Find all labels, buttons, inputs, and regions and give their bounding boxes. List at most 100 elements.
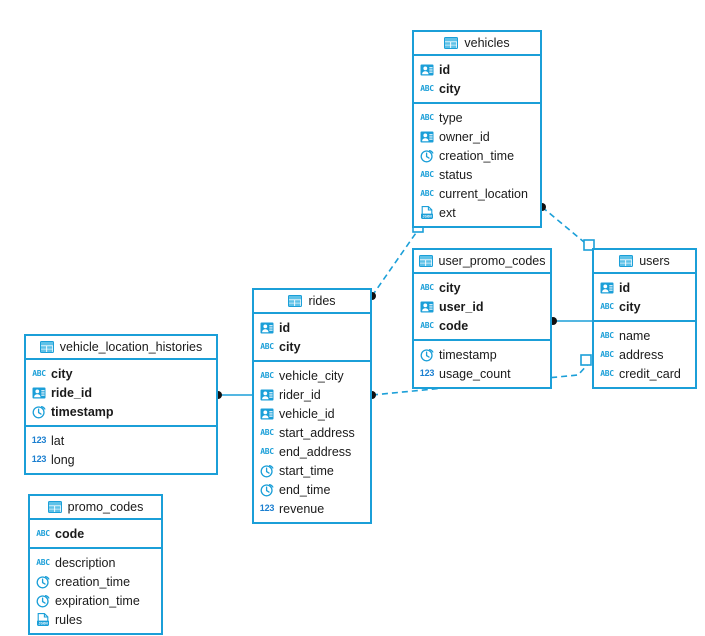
id-card-icon [32, 386, 46, 400]
table-grid-icon [39, 340, 54, 354]
field-row[interactable]: JSON ext [414, 203, 540, 222]
abc-string-icon: ABC [36, 557, 50, 567]
field-label: ride_id [51, 385, 92, 400]
id-card-icon [420, 63, 434, 77]
field-label: current_location [439, 186, 528, 201]
123-number-icon: 123 [31, 435, 47, 445]
field-row[interactable]: rider_id [254, 385, 370, 404]
table-grid-icon [444, 36, 459, 50]
clock-icon [36, 575, 50, 589]
table-name: rides [308, 294, 336, 308]
id-card-icon [260, 388, 274, 402]
primary-key-field-row[interactable]: ride_id [26, 383, 216, 402]
field-row[interactable]: creation_time [30, 572, 161, 591]
id-card-icon [600, 281, 614, 295]
field-label: timestamp [51, 404, 114, 419]
field-row[interactable]: timestamp [414, 345, 550, 364]
primary-key-field-row[interactable]: ABC code [414, 316, 550, 335]
primary-key-field-row[interactable]: id [414, 60, 540, 79]
field-label: long [51, 452, 75, 467]
field-label: city [439, 81, 461, 96]
field-row[interactable]: owner_id [414, 127, 540, 146]
primary-key-field-row[interactable]: id [254, 318, 370, 337]
primary-key-field-row[interactable]: ABC code [30, 524, 161, 543]
field-label: code [55, 526, 85, 541]
relationship-user-promo-codes-to-users[interactable] [549, 317, 592, 325]
field-label: credit_card [619, 366, 681, 381]
field-label: vehicle_city [279, 368, 344, 383]
field-label: name [619, 328, 651, 343]
field-row[interactable]: ABC name [594, 326, 695, 345]
primary-key-field-row[interactable]: ABC city [254, 337, 370, 356]
table-grid-icon [47, 500, 62, 514]
table-header[interactable]: rides [254, 290, 370, 314]
abc-string-icon: ABC [260, 341, 274, 351]
table-name: vehicle_location_histories [59, 340, 203, 354]
abc-string-icon: ABC [600, 330, 614, 340]
relationship-vehicles-to-users[interactable] [538, 203, 595, 251]
field-row[interactable]: end_time [254, 480, 370, 499]
table-grid-icon [619, 254, 634, 268]
field-row[interactable]: start_time [254, 461, 370, 480]
field-row[interactable]: vehicle_id [254, 404, 370, 423]
table-name: user_promo_codes [438, 254, 546, 268]
abc-string-icon: ABC [36, 528, 50, 538]
field-label: city [439, 280, 461, 295]
table-header[interactable]: vehicles [414, 32, 540, 56]
table-header[interactable]: vehicle_location_histories [26, 336, 216, 360]
field-label: rider_id [279, 387, 321, 402]
table-header[interactable]: user_promo_codes [414, 250, 550, 274]
primary-key-field-row[interactable]: id [594, 278, 695, 297]
field-label: owner_id [439, 129, 490, 144]
field-label: city [279, 339, 301, 354]
id-card-icon [420, 300, 434, 314]
field-label: ext [439, 205, 456, 220]
field-row[interactable]: expiration_time [30, 591, 161, 610]
relationship-vehicle-location-histories-to-rides[interactable] [214, 391, 252, 399]
table-name: promo_codes [67, 500, 144, 514]
svg-text:JSON: JSON [422, 213, 432, 218]
clock-icon [260, 483, 274, 497]
primary-key-field-row[interactable]: user_id [414, 297, 550, 316]
primary-key-field-row[interactable]: timestamp [26, 402, 216, 421]
field-row[interactable]: creation_time [414, 146, 540, 165]
field-label: code [439, 318, 469, 333]
table-header[interactable]: promo_codes [30, 496, 161, 520]
relationship-line [541, 206, 591, 248]
field-label: vehicle_id [279, 406, 335, 421]
table-header[interactable]: users [594, 250, 695, 274]
abc-string-icon: ABC [420, 320, 434, 330]
